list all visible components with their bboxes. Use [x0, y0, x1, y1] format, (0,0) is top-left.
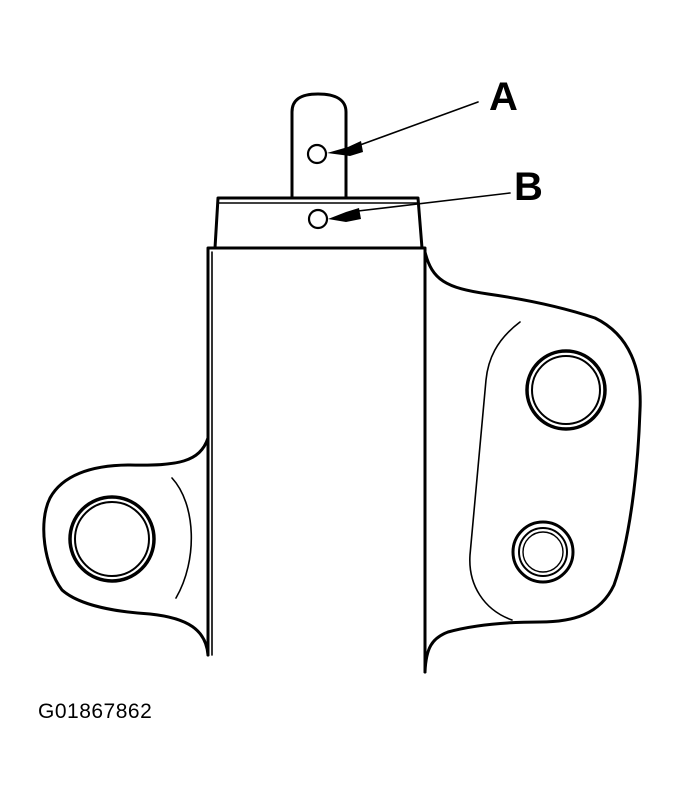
push-rod: [290, 92, 348, 200]
left-mounting-ear: [42, 436, 210, 657]
leader-line-b: [357, 192, 511, 212]
left-bolt-hole: [68, 495, 156, 583]
pin-hole-b: [307, 208, 361, 230]
right-mounting-ear: [423, 250, 642, 674]
right-upper-bolt-hole: [525, 349, 607, 431]
pin-hole-a: [306, 141, 363, 165]
top-cap: [213, 196, 424, 250]
figure-id: G01867862: [38, 700, 153, 723]
callout-b: B: [514, 165, 543, 209]
tensioner-body: [206, 246, 427, 674]
callout-a: A: [489, 75, 518, 119]
right-lower-bolt-hole: [511, 520, 575, 584]
leader-line-a: [359, 101, 479, 146]
